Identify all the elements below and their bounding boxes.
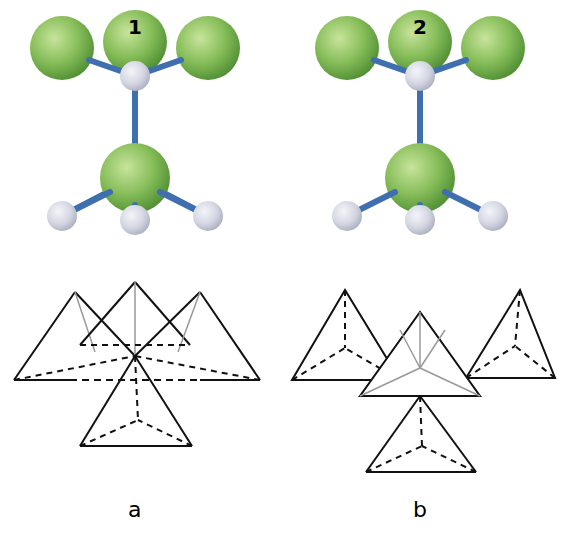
chlorine-atom bbox=[30, 16, 94, 80]
chlorine-atom bbox=[176, 16, 240, 80]
molecule-b bbox=[332, 60, 508, 235]
molecule-a bbox=[47, 60, 223, 235]
structure-number: 2 bbox=[388, 10, 452, 38]
structure-number: 1 bbox=[103, 10, 167, 38]
chlorine-atom bbox=[315, 16, 379, 80]
tetrahedra-staggered bbox=[292, 290, 555, 472]
chlorine-atom bbox=[461, 16, 525, 80]
atom-node: 2 bbox=[388, 10, 452, 74]
tetrahedra-eclipsed bbox=[14, 282, 260, 446]
panel-letter: b bbox=[413, 499, 427, 521]
panel-letter: a bbox=[128, 499, 141, 521]
atom-node: 1 bbox=[103, 10, 167, 74]
